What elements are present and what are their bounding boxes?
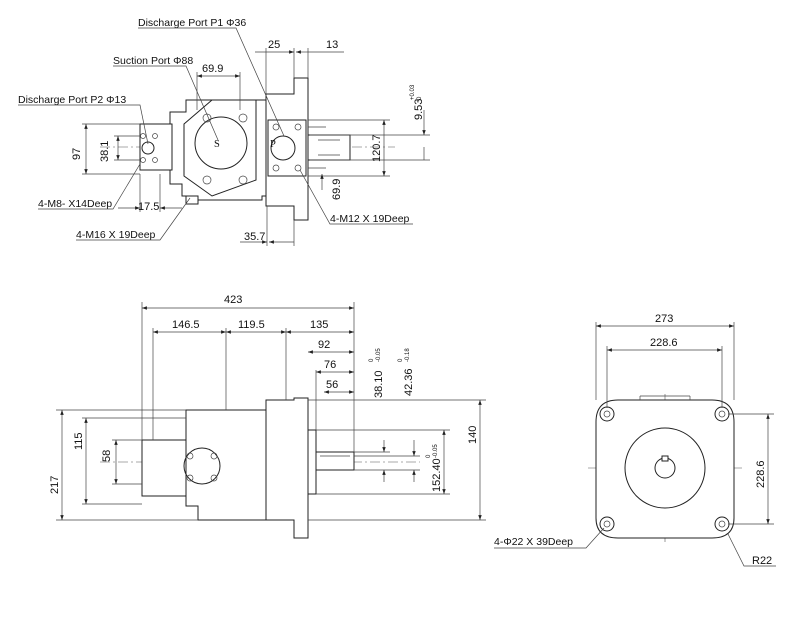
end-flange xyxy=(595,399,735,539)
dim-152-40-tol-up: 0 xyxy=(426,454,432,458)
front-port-block xyxy=(141,439,187,497)
dim-17-5: 17.5 xyxy=(138,201,159,213)
dim-69-9-top: 69.9 xyxy=(202,63,223,75)
dim-228-6-h: 228.6 xyxy=(650,337,678,349)
label-m12: 4-M12 X 19Deep xyxy=(330,213,410,225)
label-holes: 4-Φ22 X 39Deep xyxy=(494,536,573,548)
dim-42-36-tol-up: 0 xyxy=(398,358,404,362)
dim-140: 140 xyxy=(467,426,479,444)
label-discharge-p2: Discharge Port P2 Φ13 xyxy=(18,94,126,106)
dim-217: 217 xyxy=(49,476,61,494)
suction-flange xyxy=(183,99,257,197)
label-m8: 4-M8- X14Deep xyxy=(38,198,112,210)
dim-35-7: 35.7 xyxy=(244,231,265,243)
front-view: 423 146.5 119.5 135 92 76 56 38.10 0 -0.… xyxy=(49,294,486,539)
dim-120-7: 120.7 xyxy=(371,134,383,162)
dim-25: 25 xyxy=(268,39,280,51)
dim-115: 115 xyxy=(73,432,85,450)
shaft-top xyxy=(307,134,351,161)
dim-38-10-tol-lo: -0.05 xyxy=(376,348,382,362)
dim-38-10: 38.10 xyxy=(373,370,385,398)
dim-423: 423 xyxy=(224,294,242,306)
dim-58: 58 xyxy=(101,450,113,462)
dim-9-53: 9.53 xyxy=(413,99,425,120)
label-discharge-p1: Discharge Port P1 Φ36 xyxy=(138,17,246,29)
top-view: S P 25 13 69.9 xyxy=(18,17,430,246)
dim-228-6-v: 228.6 xyxy=(755,460,767,488)
dim-9-53-tol-up: +0.03 xyxy=(410,84,416,100)
dim-273: 273 xyxy=(655,313,673,325)
dim-152-40: 152.40 xyxy=(431,458,443,492)
dim-92: 92 xyxy=(318,339,330,351)
pilot-circle xyxy=(624,427,706,509)
mount-hole-bl xyxy=(599,516,615,532)
dim-56: 56 xyxy=(326,379,338,391)
pump-body-front xyxy=(185,409,267,521)
mounting-flange-front xyxy=(265,397,309,539)
dim-9-53-tol-lo: 0 xyxy=(417,96,423,100)
dim-135: 135 xyxy=(310,319,328,331)
dim-76: 76 xyxy=(324,359,336,371)
discharge-port-letter: P xyxy=(270,139,276,150)
dim-146-5: 146.5 xyxy=(172,319,200,331)
dim-152-40-tol-lo: -0.05 xyxy=(433,444,439,458)
dim-69-9-side: 69.9 xyxy=(331,179,343,200)
shaft-front xyxy=(315,451,355,471)
label-suction: Suction Port Φ88 xyxy=(113,55,193,67)
end-view: 273 228.6 228.6 4-Φ22 X 39Deep R22 xyxy=(494,313,776,567)
dim-42-36: 42.36 xyxy=(403,368,415,396)
dim-38-1: 38.1 xyxy=(99,141,111,162)
dim-13: 13 xyxy=(326,39,338,51)
dim-97: 97 xyxy=(71,148,83,160)
suction-port-letter: S xyxy=(214,139,220,150)
dim-r22: R22 xyxy=(752,555,772,567)
dim-119-5: 119.5 xyxy=(238,319,265,331)
dim-38-10-tol-up: 0 xyxy=(369,358,375,362)
label-m16: 4-M16 X 19Deep xyxy=(76,229,156,241)
discharge-p2-block xyxy=(139,123,173,171)
dim-42-36-tol-lo: -0.18 xyxy=(405,348,411,362)
